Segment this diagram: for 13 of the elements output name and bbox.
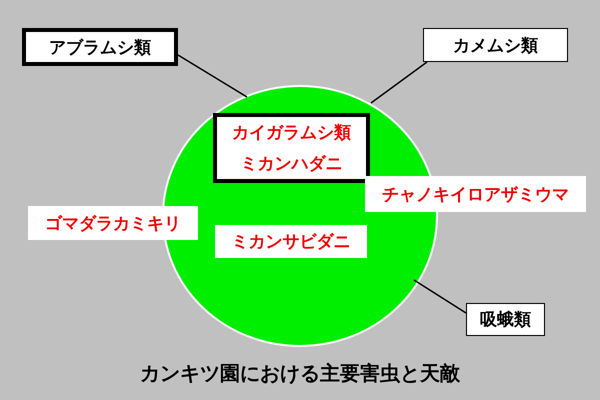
leader-line bbox=[178, 54, 248, 98]
label-text: ミカンハダニ bbox=[240, 153, 342, 175]
label-box bbox=[213, 113, 370, 183]
label-text: カイガラムシ類 bbox=[232, 122, 351, 144]
label-box: カメムシ類 bbox=[423, 28, 568, 62]
label-box: 吸蛾類 bbox=[466, 303, 545, 336]
label-box: ゴマダラカミキリ bbox=[28, 206, 198, 240]
label-box: チャノキイロアザミウマ bbox=[365, 176, 586, 212]
leader-line bbox=[370, 61, 428, 104]
caption: カンキツ園における主要害虫と天敵 bbox=[139, 360, 461, 387]
leader-line bbox=[414, 279, 466, 314]
label-box: ミカンサビダニ bbox=[215, 225, 367, 258]
label-box: アブラムシ類 bbox=[22, 28, 178, 66]
